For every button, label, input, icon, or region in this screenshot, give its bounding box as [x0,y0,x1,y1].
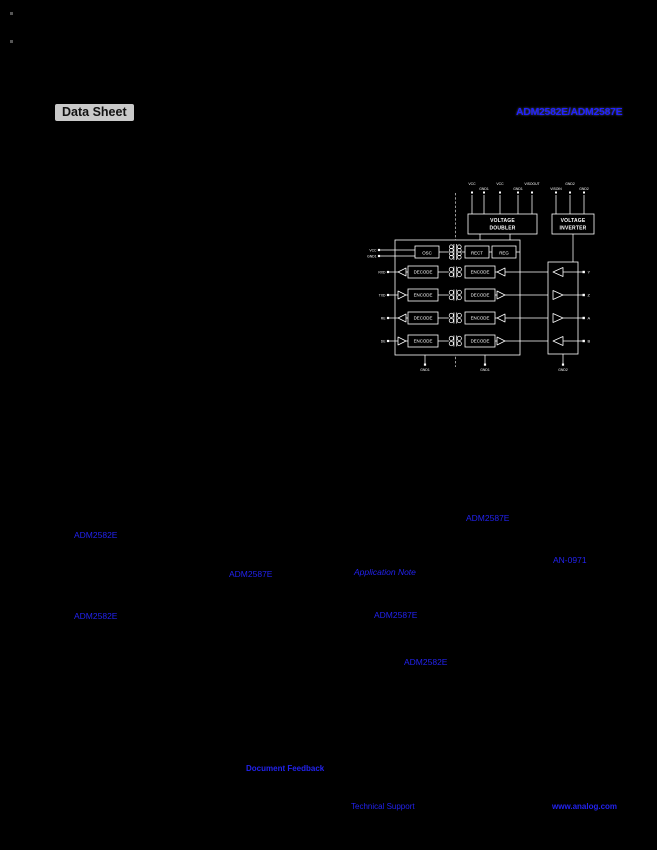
power-row: VCC GND1 OSC RECT REG [367,244,520,260]
top-pin-label: GND2 [565,182,575,186]
decode-label: DECODE [471,293,490,298]
render-artifact-dot [10,40,13,43]
part-number-title: ADM2582E/ADM2587E [516,106,623,118]
voltage-inverter-label: INVERTER [560,226,587,232]
top-pin-label: VISOOUT [524,182,539,186]
link-an-0971[interactable]: AN-0971 [553,555,587,565]
encode-label: ENCODE [414,339,433,344]
buffer-icon [496,336,506,346]
link-adm2582e[interactable]: ADM2582E [404,657,448,667]
buffer-icon [397,290,407,300]
power-pin-label: GND1 [367,254,377,258]
link-application-note[interactable]: Application Note [354,567,416,577]
voltage-doubler-block: VOLTAGE DOUBLER [467,213,538,240]
top-pin-label: GND2 [579,187,589,191]
top-pin-label: VISOIN [550,187,562,191]
logic-pin-label: RE [381,316,386,320]
link-adm2582e[interactable]: ADM2582E [74,530,118,540]
driver-icon [552,290,564,300]
driver-icon [552,313,564,323]
transceiver-block [547,261,579,355]
top-pin-label: VCC [468,182,476,186]
osc-label: OSC [422,251,432,256]
bus-pin-label: Y [588,270,591,275]
link-document-feedback[interactable]: Document Feedback [246,764,325,773]
encode-label: ENCODE [471,270,490,275]
voltage-doubler-label: DOUBLER [489,226,515,232]
ground-pin-label: GND1 [420,368,430,372]
signal-row: TXD ENCODE DECODE [379,288,548,302]
link-technical-support[interactable]: Technical Support [351,802,415,811]
doc-type-badge: Data Sheet [55,104,134,121]
top-pin-label: VCC [496,182,504,186]
logic-pin-label: RXD [378,270,386,274]
buffer-icon [496,290,506,300]
voltage-inverter-block: VOLTAGE INVERTER [551,213,595,262]
render-artifact-dot [10,12,13,15]
logic-pin-label: TXD [379,293,386,297]
bus-pins: Y Z A B [578,270,591,344]
voltage-inverter-label: VOLTAGE [561,218,586,224]
bus-pin-label: B [588,339,591,344]
signal-row: RE DECODE ENCODE [381,311,548,325]
link-adm2582e[interactable]: ADM2582E [74,611,118,621]
top-pins: VCC GND1 VCC GND1 VISOOUT VISOIN GND2 GN… [468,182,589,214]
reg-label: REG [499,251,509,256]
buffer-icon [397,336,407,346]
isolation-transformer-icon [448,335,462,347]
ground-pin-label: GND2 [558,368,568,372]
link-adm2587e[interactable]: ADM2587E [466,513,510,523]
encode-label: ENCODE [414,293,433,298]
top-pin-label: GND1 [513,187,523,191]
bottom-pins: GND1 GND1 GND2 [420,354,568,372]
top-pin-label: GND1 [479,187,489,191]
isolation-transformer-icon [448,289,462,301]
isolation-transformer-icon [448,266,462,278]
ground-pin-label: GND1 [480,368,490,372]
logic-pin-label: DE [381,339,386,343]
signal-row: DE ENCODE DECODE [381,334,548,348]
decode-label: DECODE [471,339,490,344]
voltage-doubler-label: VOLTAGE [490,218,515,224]
rect-label: RECT [471,251,483,256]
encode-label: ENCODE [471,316,490,321]
bus-pin-label: A [588,316,591,321]
decode-label: DECODE [414,316,433,321]
functional-block-diagram: VCC GND1 VCC GND1 VISOOUT VISOIN GND2 GN… [367,182,595,372]
link-adm2587e[interactable]: ADM2587E [374,610,418,620]
signal-row: RXD DECODE ENCODE [378,265,548,279]
decode-label: DECODE [414,270,433,275]
link-website[interactable]: www.analog.com [552,802,618,811]
power-pin-label: VCC [369,248,377,252]
bus-pin-label: Z [588,293,591,298]
isolation-transformer-icon [448,312,462,324]
power-transformer-icon [449,244,462,260]
link-adm2587e[interactable]: ADM2587E [229,569,273,579]
